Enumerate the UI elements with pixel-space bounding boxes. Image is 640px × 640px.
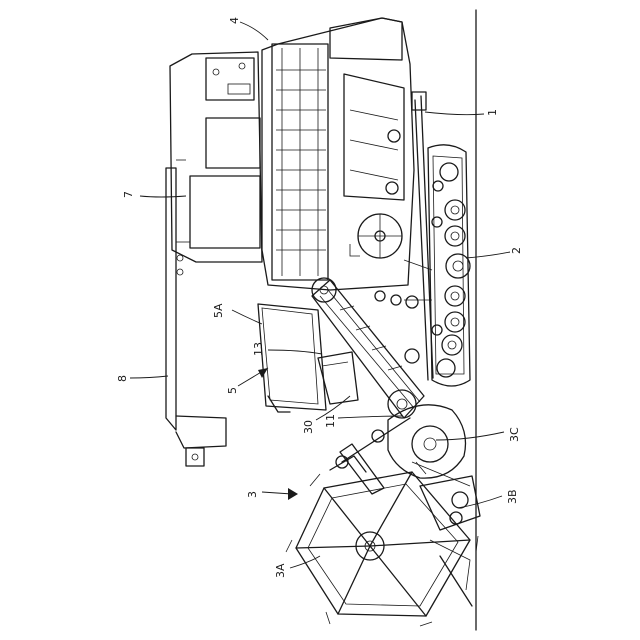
engine-body bbox=[170, 52, 262, 262]
label-8: 8 bbox=[116, 375, 129, 382]
label-3A: 3A bbox=[274, 563, 287, 578]
label-5A: 5A bbox=[212, 303, 225, 318]
reel bbox=[286, 418, 478, 626]
label-3C: 3C bbox=[508, 427, 521, 442]
label-4: 4 bbox=[228, 17, 241, 24]
cab bbox=[258, 304, 358, 412]
crawler-track bbox=[428, 145, 470, 386]
arrowhead-3 bbox=[288, 488, 298, 500]
label-2: 2 bbox=[510, 247, 523, 254]
label-3B: 3B bbox=[506, 489, 519, 504]
thresher-body bbox=[262, 18, 414, 290]
label-13: 13 bbox=[252, 342, 265, 356]
label-7: 7 bbox=[122, 191, 135, 198]
leader-lines bbox=[130, 22, 510, 568]
label-30: 30 bbox=[302, 420, 315, 434]
label-3: 3 bbox=[246, 491, 259, 498]
label-5: 5 bbox=[226, 387, 239, 394]
label-1: 1 bbox=[486, 109, 499, 116]
arrowhead-5 bbox=[258, 368, 268, 378]
machine-frame bbox=[404, 92, 433, 380]
label-11: 11 bbox=[324, 414, 337, 428]
